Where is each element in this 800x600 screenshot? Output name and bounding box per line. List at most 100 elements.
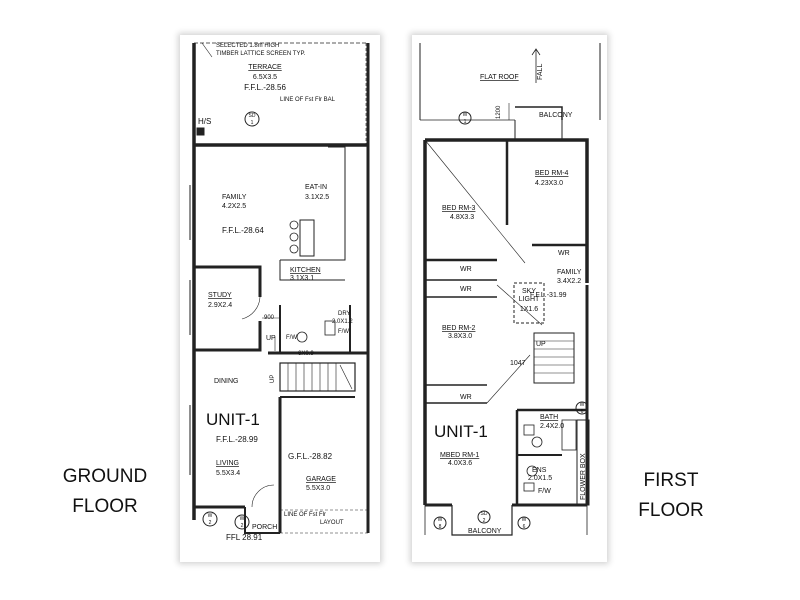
- hose-tap-label: H/S: [198, 117, 211, 126]
- flat-roof-label: FLAT ROOF: [480, 74, 519, 81]
- marker-w: W: [522, 517, 527, 523]
- ens-name: ENS: [532, 467, 547, 474]
- ffl-main: F.F.L.-28.64: [222, 226, 264, 235]
- hose-tap: [196, 127, 205, 136]
- first-floor-line-note-1: LINE OF Fst Flr: [284, 512, 326, 518]
- terrace-ffl: F.F.L.-28.56: [244, 83, 286, 92]
- ens-toilet: [526, 465, 538, 477]
- caption-line: FLOOR: [72, 496, 138, 517]
- mbed-size: 4.0X3.6: [448, 460, 472, 467]
- porch-name: PORCH: [252, 524, 277, 531]
- dry-size: 2.0X1.2: [332, 319, 353, 325]
- ens-fw: F/W: [538, 488, 551, 495]
- wr-bed3-lower: WR: [460, 286, 472, 293]
- robe-walls-lower: [425, 384, 487, 404]
- bed3-name: BED RM-3: [442, 205, 476, 212]
- eat-in-size: 3.1X2.5: [305, 194, 329, 201]
- balcony-top-label: BALCONY: [539, 112, 573, 119]
- stair-treads: [534, 340, 574, 374]
- screen-note-line-1: SELECTED 1.8m HIGH: [216, 43, 279, 49]
- stair: [279, 362, 356, 392]
- marker-sd: SD: [249, 113, 256, 119]
- marker-w: W: [240, 516, 245, 522]
- kitchen-island: [299, 219, 315, 257]
- stair-treads: [287, 363, 337, 391]
- marker-w: W: [208, 513, 213, 519]
- dry-name: DRY: [338, 311, 351, 317]
- kitchen-size: 3.1X3.1: [290, 275, 314, 282]
- first-floor-plan: W 1 W 6 W 8 SD 2 W 6 FLAT ROOF FALL 1200…: [419, 43, 601, 536]
- window-marker-bottom-right: [517, 516, 531, 530]
- family-size: 3.4X2.2: [557, 278, 581, 285]
- marker-num: 2: [209, 520, 212, 526]
- unit-label: UNIT-1: [206, 410, 260, 429]
- bed2-name: BED RM-2: [442, 325, 476, 332]
- caption-line: FIRST: [643, 470, 699, 491]
- family-name: FAMILY: [557, 269, 582, 276]
- living-name: LIVING: [216, 460, 239, 467]
- bed4-name: BED RM-4: [535, 170, 569, 177]
- garage-name: GARAGE: [306, 476, 336, 483]
- laundry-tub: [324, 320, 336, 336]
- balcony-top-sides: [514, 120, 563, 140]
- balcony-bottom-label: BALCONY: [468, 528, 502, 535]
- bath-basin: [523, 424, 535, 436]
- marker-sd: SD: [481, 511, 488, 517]
- first-floor-caption: FIRST FLOOR: [612, 466, 730, 526]
- diagonal-bed2: [486, 354, 531, 404]
- wall-study: [194, 265, 262, 297]
- fall-label: FALL: [537, 64, 544, 80]
- first-floor-sheet: W 1 W 6 W 8 SD 2 W 6 FLAT ROOF FALL 1200…: [412, 35, 607, 562]
- family-ffl: F.F.L.-31.99: [530, 292, 567, 299]
- marker-w: W: [463, 112, 468, 118]
- ground-floor-plan: SD 1 W 2 W 2 SELECTED 1.8m HIGH TIMBER L…: [189, 42, 370, 542]
- kitchen-name: KITCHEN: [290, 267, 321, 274]
- bath-size: 2.4X2.0: [540, 423, 564, 430]
- ground-floor-caption: GROUND FLOOR: [40, 462, 170, 522]
- sky-light: [513, 282, 545, 324]
- living-size: 5.5X3.4: [216, 470, 240, 477]
- wr-bed4: WR: [558, 250, 570, 257]
- caption-line: GROUND: [62, 466, 148, 487]
- balcony-line-note: LINE OF Fst Flr BAL: [280, 97, 336, 103]
- bed3-size: 4.8X3.3: [450, 214, 474, 221]
- diagonal-bed3: [424, 139, 526, 264]
- wr-bed2: WR: [460, 394, 472, 401]
- marker-num: 8: [439, 524, 442, 530]
- section-marker-top: [244, 111, 260, 127]
- sky-light-size: 1X1.6: [520, 306, 538, 313]
- bath-name: BATH: [540, 414, 558, 421]
- kitchen-bench-lower: [279, 260, 345, 281]
- stair: [533, 332, 575, 384]
- screen-note-line-2: TIMBER LATTICE SCREEN TYP.: [216, 51, 306, 57]
- balcony-top-rail: [515, 106, 563, 120]
- sky-light-line-1: SKY: [522, 288, 536, 295]
- window-marker-top: [458, 111, 472, 125]
- section-marker-bottom-left: [202, 511, 218, 527]
- toilet: [296, 331, 308, 343]
- bath-toilet: [531, 436, 543, 448]
- balcony-bottom-sides: [424, 505, 588, 535]
- stool: [289, 244, 299, 254]
- dim-1047: 1047: [510, 360, 526, 367]
- wr-bed3: WR: [460, 266, 472, 273]
- section-marker-bottom-right: [234, 514, 250, 530]
- ens-shower: [523, 482, 535, 492]
- screen-leader: [201, 42, 213, 58]
- porch-ffl: FFL 28.91: [226, 533, 263, 542]
- roof-edge: [419, 43, 601, 120]
- terrace-name: TERRACE: [248, 64, 282, 71]
- bathtub: [561, 419, 577, 451]
- sky-light-line-2: LIGHT: [519, 296, 540, 303]
- door-swing-entry: [251, 484, 275, 508]
- stool: [289, 232, 299, 242]
- window-marker-right: [575, 401, 589, 415]
- wall-study-lower: [194, 321, 262, 352]
- door-swing-study: [241, 296, 261, 320]
- marker-num: 6: [523, 524, 526, 530]
- dim-900: 900: [264, 315, 275, 321]
- dining-name: DINING: [214, 378, 239, 385]
- first-floor-line-note-2: LAYOUT: [320, 520, 344, 526]
- marker-num: 6: [581, 409, 584, 415]
- marker-num: 1: [251, 120, 254, 126]
